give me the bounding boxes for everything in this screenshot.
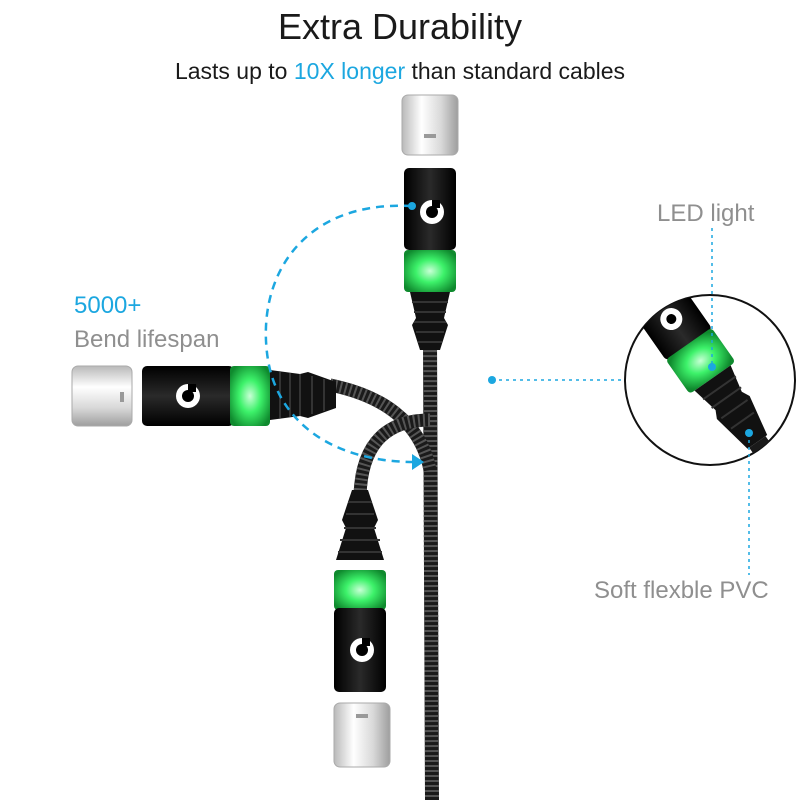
led-glow-icon	[404, 250, 456, 292]
bend-label: Bend lifespan	[74, 326, 220, 353]
subtitle-prefix: Lasts up to	[174, 58, 294, 84]
pvc-label: Soft flexble PVC	[594, 577, 769, 604]
left-connector	[71, 365, 336, 427]
main-cable	[423, 339, 439, 800]
zoom-detail	[488, 228, 796, 575]
usb-c-tip-icon	[333, 702, 391, 768]
subtitle-highlight: 10X longer	[293, 58, 406, 84]
cable-logo-icon	[420, 200, 444, 224]
led-glow-icon	[334, 570, 386, 610]
left-cable	[328, 378, 437, 472]
cable-logo-icon	[176, 384, 200, 408]
page-title: Extra Durability	[277, 6, 523, 47]
page-subtitle: Lasts up to 10X longer than standard cab…	[0, 58, 800, 85]
led-label: LED light	[657, 200, 755, 227]
bottom-connector	[333, 490, 391, 768]
cable-logo-icon	[350, 638, 374, 662]
top-connector	[401, 94, 459, 350]
led-glow-icon	[230, 366, 270, 426]
bend-count: 5000+	[74, 292, 142, 319]
bend-arc	[264, 202, 424, 470]
usb-c-tip-icon	[71, 365, 133, 427]
usb-c-tip-icon	[401, 94, 459, 156]
bottom-cable	[353, 413, 431, 496]
subtitle-suffix: than standard cables	[405, 58, 626, 84]
